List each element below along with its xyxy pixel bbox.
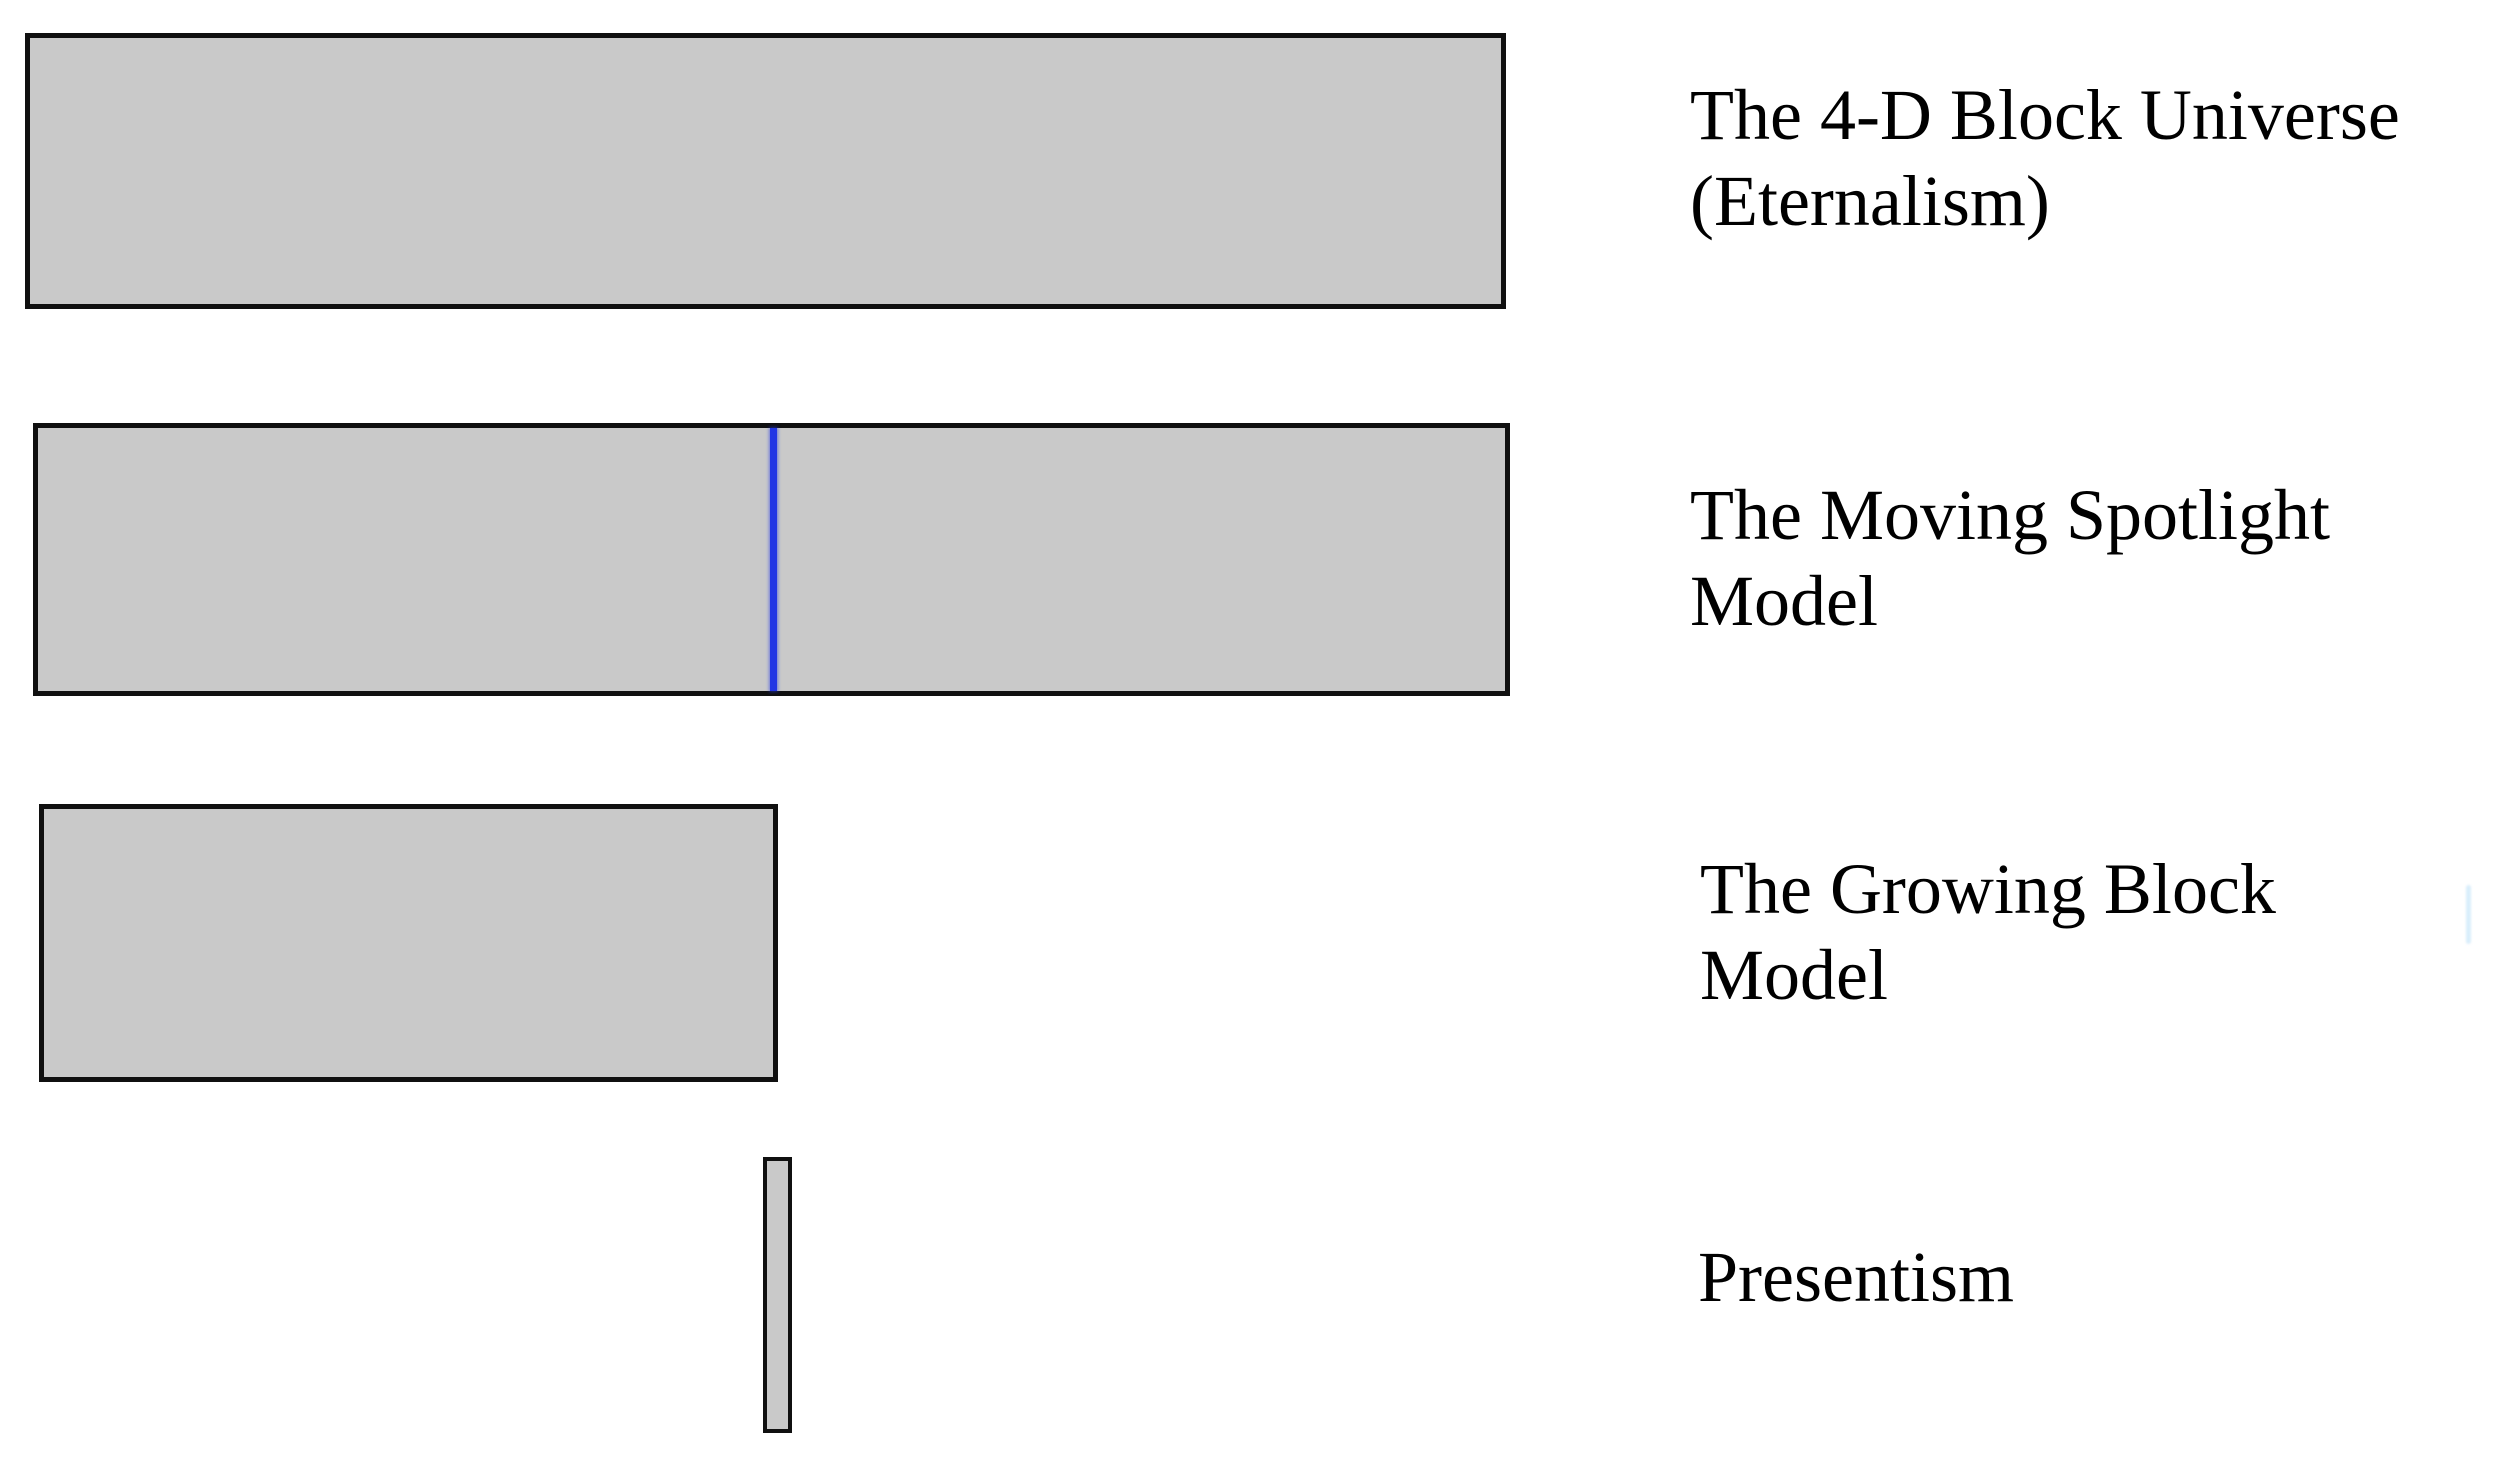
- moving-spotlight-label: The Moving Spotlight Model: [1690, 472, 2440, 644]
- moving-spotlight-bar: [33, 423, 1510, 696]
- eternalism-bar: [25, 33, 1506, 309]
- growing-block-label-line-1: The Growing Block: [1700, 849, 2276, 929]
- eternalism-label-line-2: (Eternalism): [1690, 161, 2050, 241]
- moving-spotlight-label-line-1: The Moving Spotlight: [1690, 475, 2331, 555]
- presentism-label: Presentism: [1698, 1234, 2448, 1320]
- moving-spotlight-label-line-2: Model: [1690, 561, 1878, 641]
- growing-block-label-line-2: Model: [1700, 935, 1888, 1015]
- eternalism-label-line-1: The 4-D Block Universe: [1690, 75, 2400, 155]
- growing-block-bar: [39, 804, 778, 1082]
- stray-cursor-artifact: [2466, 885, 2471, 944]
- presentism-bar: [763, 1157, 792, 1433]
- presentism-label-line-1: Presentism: [1698, 1237, 2014, 1317]
- eternalism-label: The 4-D Block Universe (Eternalism): [1690, 72, 2440, 244]
- growing-block-label: The Growing Block Model: [1700, 846, 2450, 1018]
- present-moment-line: [770, 428, 777, 691]
